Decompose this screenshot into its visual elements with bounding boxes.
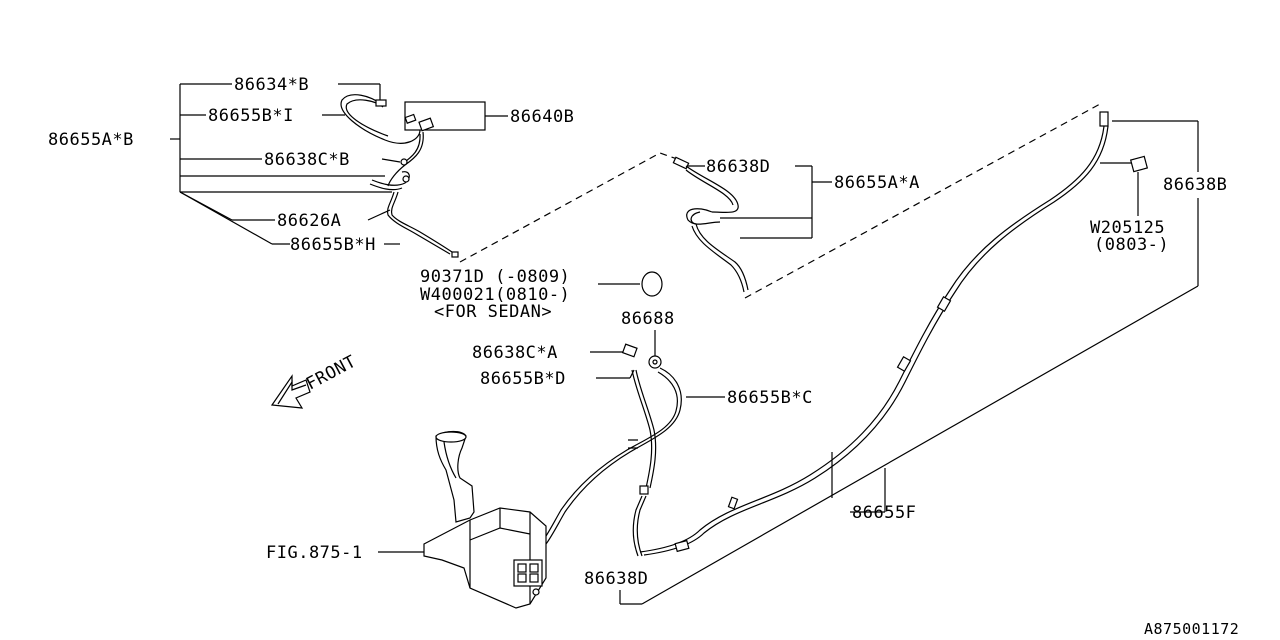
label-86638D-bottom: 86638D xyxy=(584,569,648,589)
label-W205125: W205125 xyxy=(1090,218,1165,238)
label-W205125-range: (0803-) xyxy=(1094,235,1169,255)
label-86638CB: 86638C*B xyxy=(264,150,350,170)
connector-86688 xyxy=(648,355,662,369)
label-86655BH: 86655B*H xyxy=(290,235,376,255)
label-86655BI: 86655B*I xyxy=(208,106,294,126)
clip-W205125 xyxy=(1129,155,1149,173)
main-hose-86655F xyxy=(639,111,1109,556)
diagram-id: A875001172 xyxy=(1144,620,1239,638)
label-86655BD: 86655B*D xyxy=(480,369,566,389)
label-86655F: 86655F xyxy=(852,503,916,523)
leader-group-86655AB xyxy=(170,83,401,245)
label-86634B: 86634*B xyxy=(234,75,309,95)
label-fig-875-1: FIG.875-1 xyxy=(266,543,363,563)
leader-86638B xyxy=(619,120,1199,605)
front-arrow-icon xyxy=(270,374,311,409)
leader-86638CA xyxy=(590,343,638,358)
label-86688: 86688 xyxy=(621,309,675,329)
hose-assembly-top-left xyxy=(340,94,459,258)
dashed-connectors xyxy=(459,103,1101,299)
label-90371D: 90371D (-0809) xyxy=(420,267,570,287)
leader-group-86655AA xyxy=(688,165,832,239)
label-86655BC: 86655B*C xyxy=(727,388,813,408)
label-front: FRONT xyxy=(303,352,360,395)
leader-86655BD xyxy=(596,369,635,379)
hose-assembly-upper-center xyxy=(672,156,749,293)
label-86640B: 86640B xyxy=(510,107,574,127)
label-86638CA: 86638C*A xyxy=(472,343,558,363)
leader-W205125 xyxy=(1100,162,1139,216)
label-86655AB: 86655A*B xyxy=(48,130,134,150)
label-86638D-top: 86638D xyxy=(706,157,770,177)
label-W400021: W400021(0810-) xyxy=(420,285,570,305)
label-86655AA: 86655A*A xyxy=(834,173,920,193)
leader-86640B xyxy=(404,101,508,131)
label-86638B: 86638B xyxy=(1163,175,1227,195)
label-for-sedan: <FOR SEDAN> xyxy=(434,302,552,322)
hose-assembly-lower xyxy=(541,367,682,557)
washer-tank xyxy=(378,430,547,609)
grommet-90371D xyxy=(598,271,663,297)
label-86626A: 86626A xyxy=(277,211,341,231)
